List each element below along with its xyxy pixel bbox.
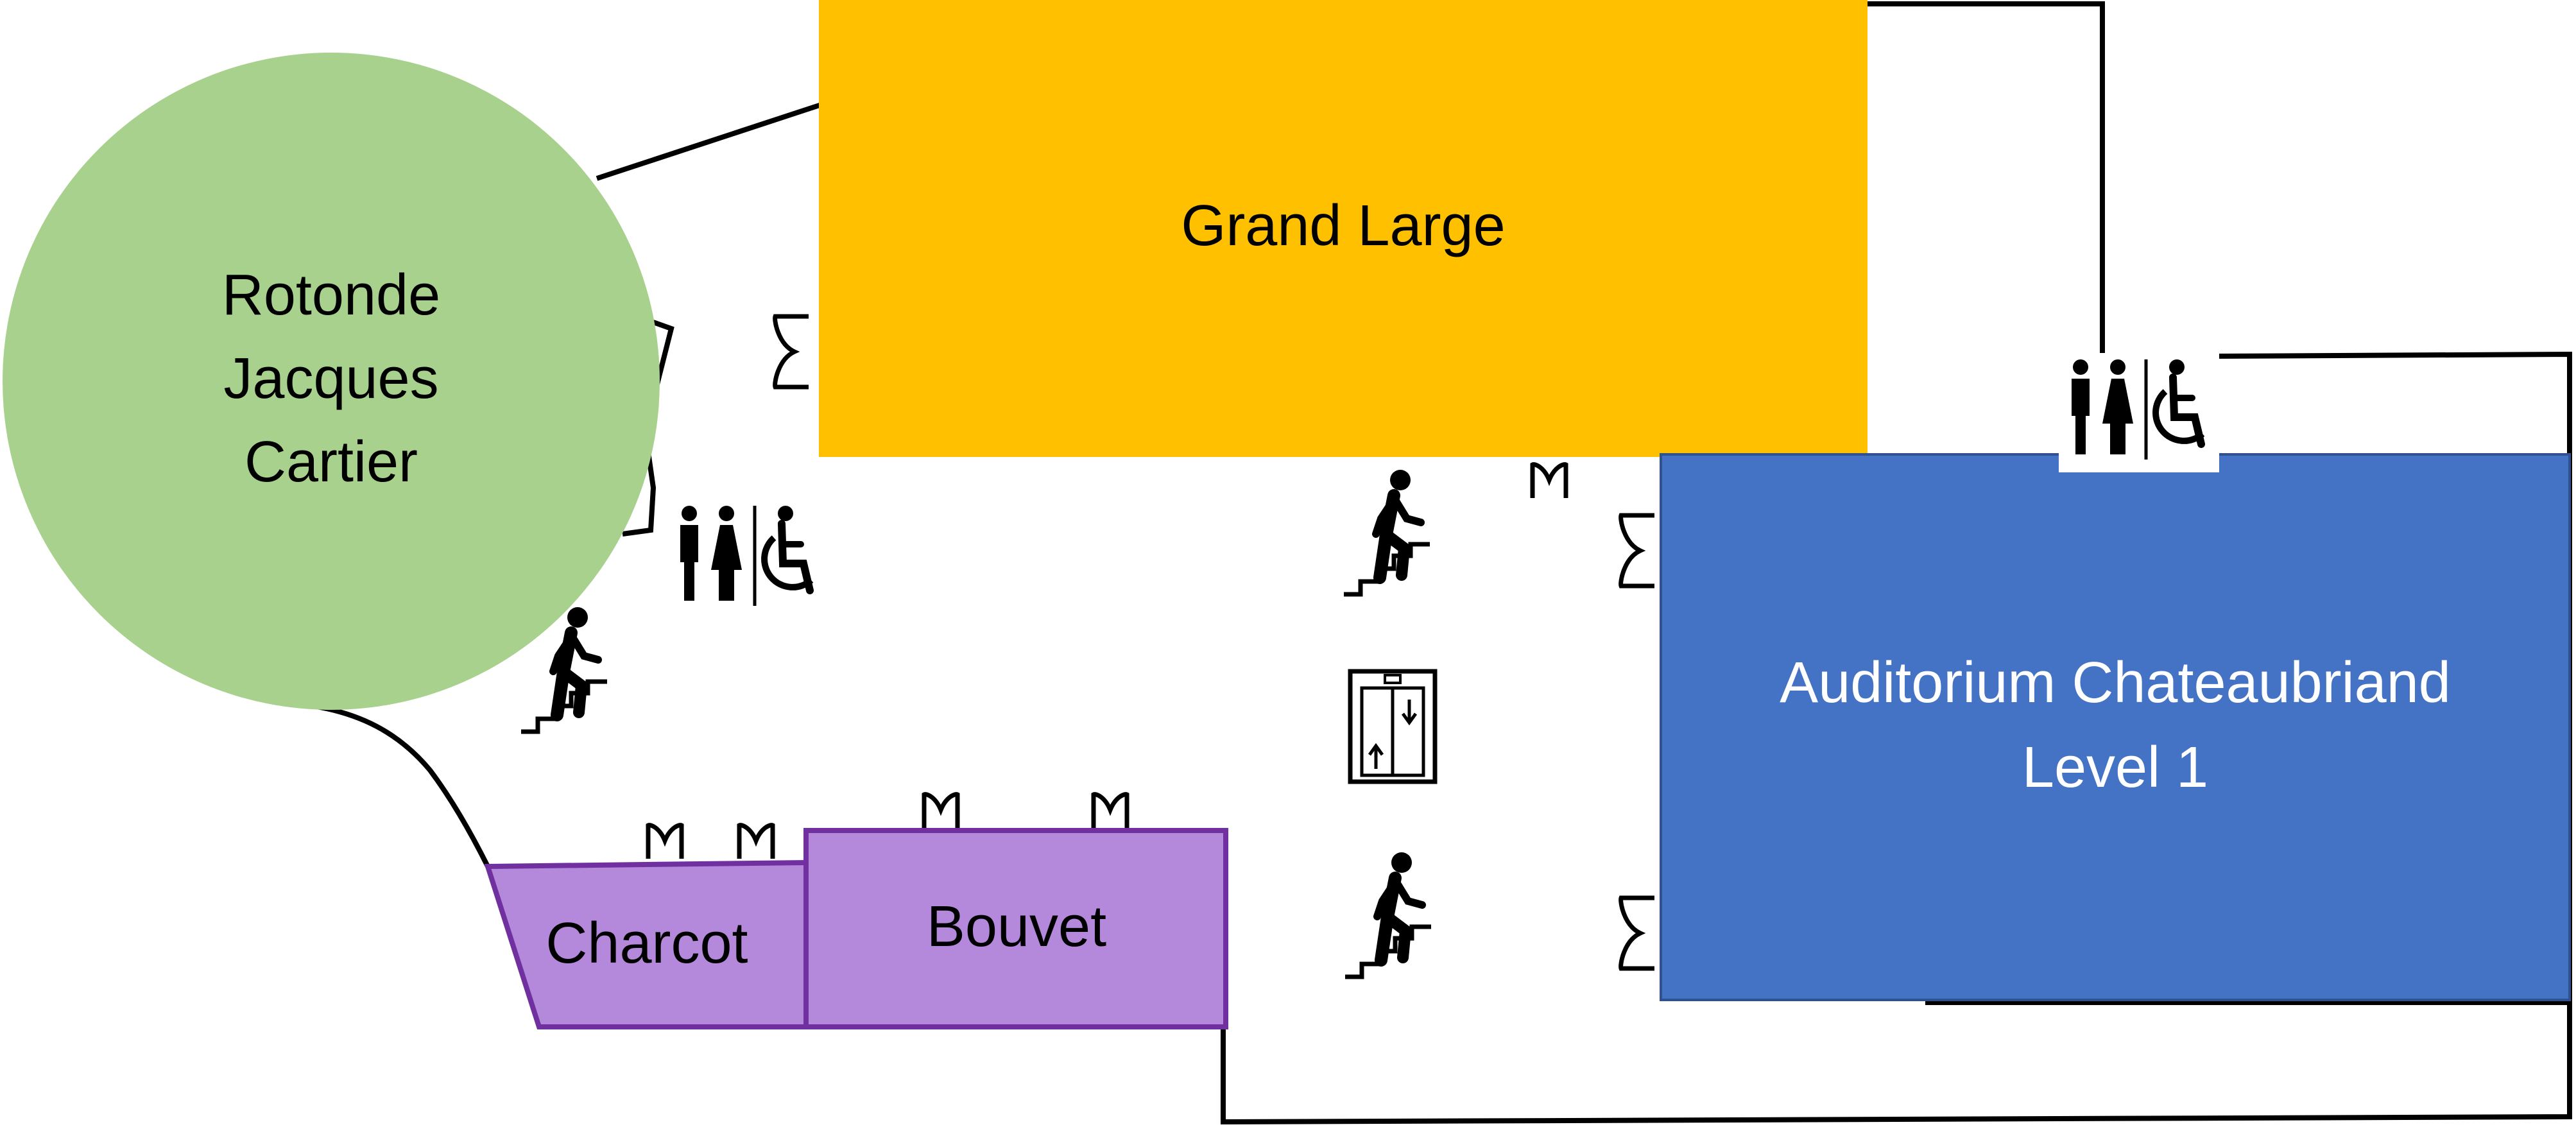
- door-icon: [739, 825, 773, 859]
- room-label-charcot: Charcot: [545, 911, 748, 976]
- door-icon: [1621, 898, 1654, 968]
- door-icon: [924, 795, 957, 828]
- room-label-rotonde-1: Rotonde: [222, 263, 440, 327]
- room-charcot[interactable]: Charcot: [484, 859, 809, 1029]
- room-auditorium-chateaubriand[interactable]: Auditorium Chateaubriand Level 1: [1660, 453, 2571, 1001]
- room-label-auditorium-level: Level 1: [2022, 736, 2208, 800]
- restroom-accessible-icon: [667, 499, 828, 619]
- room-bouvet[interactable]: Bouvet: [803, 828, 1228, 1029]
- room-label-rotonde-3: Cartier: [245, 430, 418, 494]
- restroom-accessible-icon: [2059, 353, 2219, 472]
- room-rotonde-jacques-cartier[interactable]: Rotonde Jacques Cartier: [3, 53, 660, 710]
- room-label-auditorium: Auditorium Chateaubriand: [1780, 651, 2451, 715]
- room-label-grand-large: Grand Large: [1181, 194, 1505, 258]
- elevator-icon: [1350, 671, 1435, 782]
- stairs-icon: [1345, 852, 1431, 977]
- room-label-bouvet: Bouvet: [927, 895, 1106, 959]
- door-icon: [775, 316, 809, 387]
- room-grand-large[interactable]: Grand Large: [819, 0, 1868, 457]
- door-icon: [1094, 795, 1127, 828]
- door-icon: [1533, 465, 1566, 498]
- door-icon: [648, 825, 682, 859]
- room-label-rotonde-2: Jacques: [223, 347, 438, 411]
- stairs-icon: [1344, 470, 1430, 594]
- door-icon: [1621, 515, 1654, 586]
